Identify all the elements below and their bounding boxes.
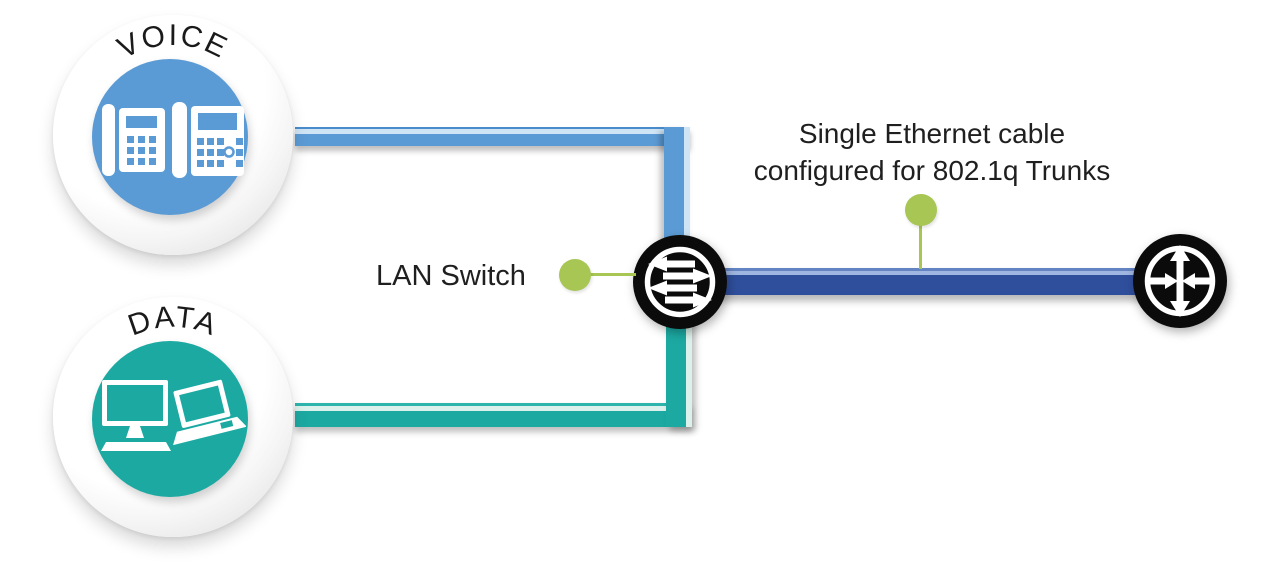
desktop-laptop-icon [101, 379, 246, 451]
lan-switch-callout-dot [559, 259, 591, 291]
router-arrows-icon [1133, 234, 1227, 328]
trunk-caption-line2: configured for 802.1q Trunks [753, 155, 1111, 186]
trunk-caption: Single Ethernet cable configured for 802… [700, 115, 1164, 189]
switch-arrows-icon [633, 235, 727, 329]
trunk-ethernet-cable [703, 268, 1147, 295]
data-cable-horizontal [295, 403, 692, 427]
trunk-callout-dot [905, 194, 937, 226]
voice-cable-horizontal [295, 127, 690, 146]
lan-switch-label: LAN Switch [376, 260, 526, 292]
trunk-callout-line [919, 224, 922, 269]
trunk-caption-line1: Single Ethernet cable [798, 118, 1066, 149]
desk-phones-icon [102, 102, 244, 178]
lan-switch-callout-line [590, 273, 636, 276]
